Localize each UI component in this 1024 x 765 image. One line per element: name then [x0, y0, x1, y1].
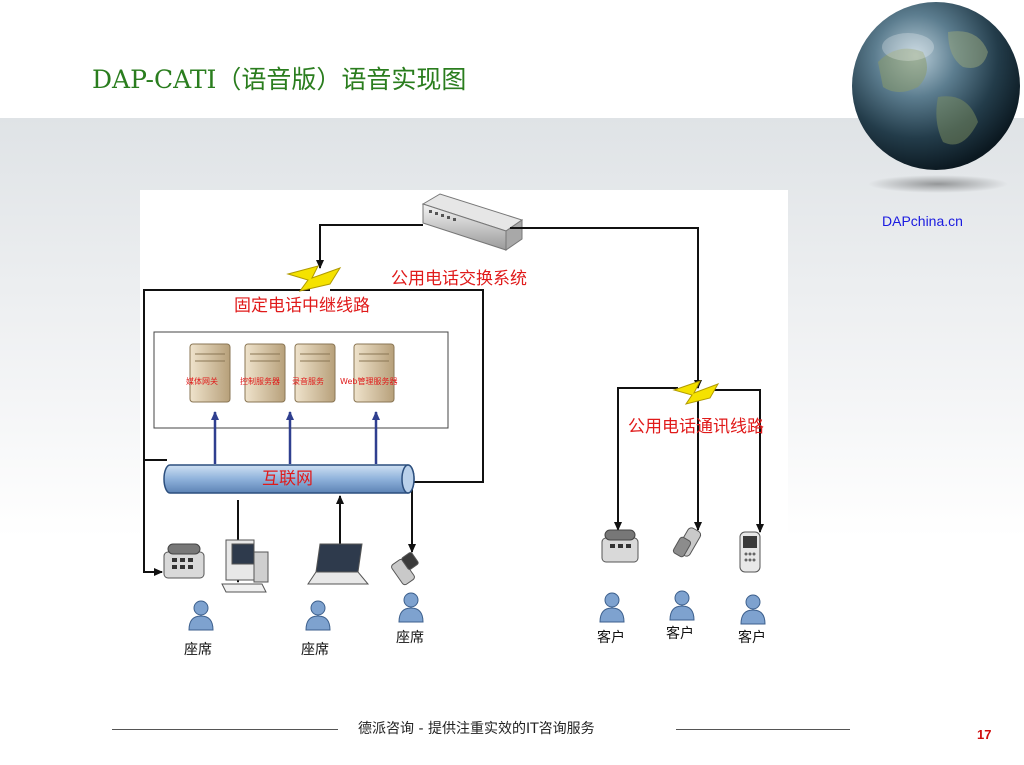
seat-label: 座席: [396, 630, 424, 646]
flip-phone-icon: [672, 527, 702, 558]
laptop-icon: [307, 543, 370, 585]
server-recording: 录音服务: [292, 343, 336, 403]
network-diagram: 公用电话交换系统 固定电话中继线路 公用电话通讯线路 媒体网关 控制服务器 录音…: [143, 193, 766, 658]
server-label: 控制服务器: [240, 376, 280, 386]
server-web-admin: Web管理服务器: [340, 343, 397, 403]
footer-rule-right: [676, 729, 850, 730]
client-label: 客户: [666, 625, 694, 642]
desk-phone-icon: [601, 529, 639, 563]
internet-label: 互联网: [262, 469, 313, 489]
seat-label: 座席: [301, 642, 329, 656]
lightning-icon: [672, 380, 720, 405]
desktop-computer-icon: [221, 539, 269, 593]
footer-text: 德派咨询 - 提供注重实效的IT咨询服务: [358, 721, 595, 737]
desk-phone-icon: [163, 543, 205, 579]
footer: 德派咨询 - 提供注重实效的IT咨询服务: [0, 718, 1024, 742]
person-icon: [599, 592, 625, 623]
diagram-panel: 公用电话交换系统 固定电话中继线路 公用电话通讯线路 媒体网关 控制服务器 录音…: [140, 190, 788, 658]
trunk-label: 固定电话中继线路: [234, 296, 370, 316]
switch-label: 公用电话交换系统: [391, 269, 527, 289]
server-control: 控制服务器: [240, 343, 286, 403]
footer-rule-left: [112, 729, 338, 730]
server-label: 录音服务: [292, 376, 324, 386]
website-link[interactable]: DAPchina.cn: [882, 213, 963, 229]
globe-icon: [852, 2, 1020, 193]
comm-line-label: 公用电话通讯线路: [628, 417, 764, 437]
client-label: 客户: [738, 629, 766, 646]
person-icon: [398, 592, 424, 623]
telephone-switch-icon: [421, 193, 524, 251]
client-label: 客户: [597, 629, 625, 646]
person-icon: [740, 594, 766, 625]
mobile-phone-icon: [739, 531, 761, 573]
page-number: 17: [977, 727, 992, 742]
mobile-phone-icon: [391, 552, 419, 586]
server-label: Web管理服务器: [340, 376, 397, 386]
person-icon: [305, 600, 331, 631]
person-icon: [669, 590, 695, 621]
lightning-icon: [286, 265, 342, 292]
internet-pipe: 互联网: [163, 464, 415, 494]
server-label: 媒体网关: [186, 376, 218, 386]
person-icon: [188, 600, 214, 631]
seat-label: 座席: [184, 642, 212, 656]
internet-to-server-arrows: [211, 411, 380, 464]
slide-title: DAP-CATI（语音版）语音实现图: [92, 65, 467, 94]
server-media-gateway: 媒体网关: [186, 343, 231, 403]
